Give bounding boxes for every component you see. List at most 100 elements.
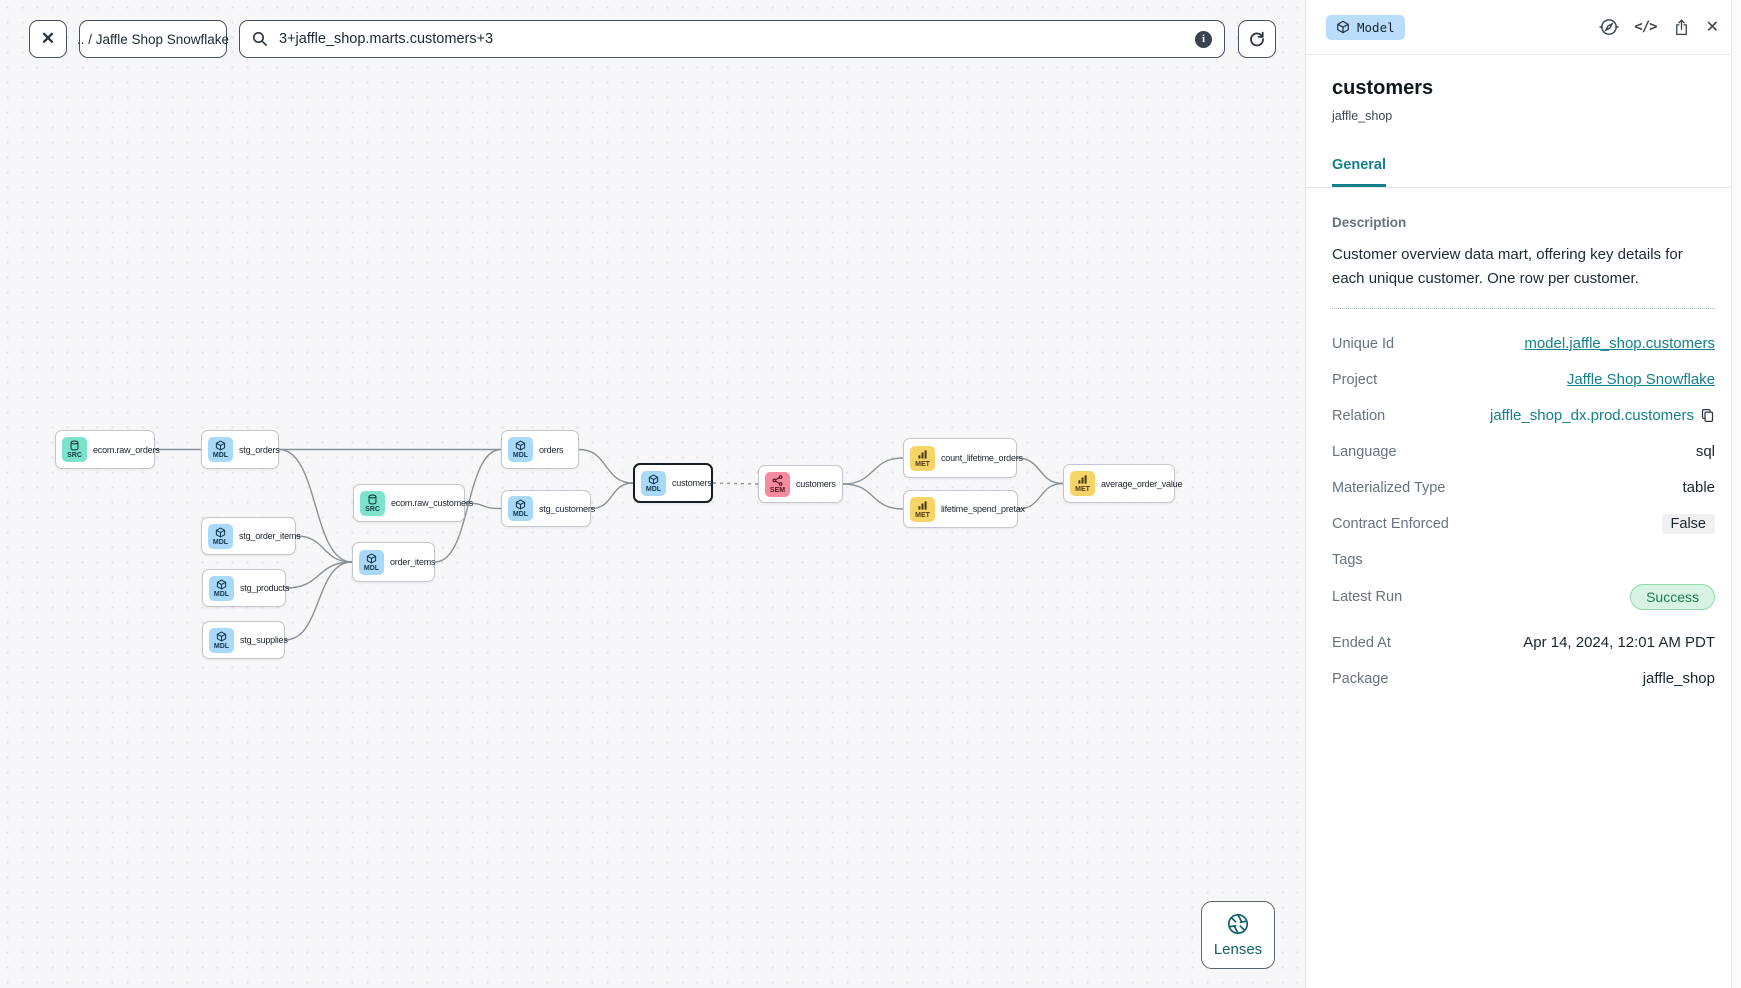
node-label: customers: [796, 479, 836, 489]
breadcrumb[interactable]: .. / Jaffle Shop Snowflake: [76, 20, 230, 58]
page-title: customers: [1332, 77, 1434, 99]
details-panel-body: customers jaffle_shop General Descriptio…: [1306, 77, 1741, 690]
share-icon[interactable]: [1672, 18, 1691, 37]
search-icon: [252, 31, 268, 47]
description-text: Customer overview data mart, offering ke…: [1332, 246, 1683, 287]
edge-stg_products-to-order_items: [285, 561, 353, 589]
node-label: average_order_value: [1101, 478, 1183, 489]
unique-id-link[interactable]: model.jaffle_shop.customers: [1524, 335, 1715, 352]
src-node-icon: SRC: [360, 490, 385, 516]
panel-tabs: General: [1306, 156, 1741, 188]
graph-node-raw_orders[interactable]: SRC ecom.raw_orders: [55, 430, 160, 469]
package-value: jaffle_shop: [1642, 670, 1715, 687]
field-row-relation: Relation jaffle_shop_dx.prod.customers: [1332, 404, 1715, 427]
field-row-package: Package jaffle_shop: [1332, 667, 1715, 690]
field-row-unique-id: Unique Id model.jaffle_shop.customers: [1332, 332, 1715, 355]
project-link[interactable]: Jaffle Shop Snowflake: [1566, 371, 1715, 388]
contract-enforced-label: Contract Enforced: [1332, 515, 1449, 532]
mdl-node-icon: MDL: [508, 496, 533, 521]
refresh-icon: [1248, 30, 1266, 48]
src-node-icon: SRC: [62, 437, 87, 462]
mdl-node-icon: MDL: [209, 575, 234, 601]
edge-stg_supplies-to-order_items: [284, 561, 353, 641]
graph-node-raw_customers[interactable]: SRC ecom.raw_customers: [353, 484, 473, 522]
mdl-node-icon: MDL: [208, 437, 233, 462]
relation-value: jaffle_shop_dx.prod.customers: [1489, 407, 1694, 424]
graph-node-orders[interactable]: MDL orders: [501, 430, 579, 469]
node-label: ecom.raw_customers: [391, 498, 473, 508]
code-icon[interactable]: </>: [1634, 19, 1657, 35]
mdl-node-icon: MDL: [508, 437, 533, 462]
refresh-lineage-button[interactable]: [1238, 20, 1276, 58]
close-icon: ✕: [40, 29, 56, 48]
status-badge: Success: [1630, 584, 1715, 610]
package-label: Package: [1332, 670, 1389, 687]
graph-node-customers_sem[interactable]: SEM customers: [758, 465, 843, 503]
materialized-type-value: table: [1682, 479, 1715, 496]
edge-orders-to-customers: [578, 448, 634, 484]
panel-header-icons: </> ✕: [1599, 17, 1719, 37]
sem-node-icon: SEM: [765, 471, 790, 497]
copy-icon[interactable]: [1700, 408, 1715, 423]
lineage-selector-box[interactable]: i: [239, 20, 1225, 58]
dotted-separator: [1332, 308, 1715, 309]
relation-label: Relation: [1332, 407, 1386, 424]
node-label: ecom.raw_orders: [93, 444, 160, 455]
details-panel: Model </> ✕ customers jaffle_shop: [1305, 0, 1741, 988]
tags-label: Tags: [1332, 551, 1363, 568]
lenses-button[interactable]: Lenses: [1201, 901, 1275, 969]
lineage-selector-input[interactable]: [277, 30, 1186, 48]
latest-run-label: Latest Run: [1332, 589, 1403, 605]
node-label: count_lifetime_orders: [941, 453, 1023, 463]
edge-customers_sem-to-lifetime_spend_pretax: [842, 483, 904, 510]
node-label: stg_supplies: [240, 635, 288, 645]
field-row-language: Language sql: [1332, 440, 1715, 463]
ended-at-label: Ended At: [1332, 634, 1391, 651]
close-lineage-button[interactable]: ✕: [29, 20, 67, 58]
edge-count_lifetime_orders-to-average_order_value: [1016, 457, 1064, 485]
node-label: stg_order_items: [239, 531, 301, 541]
edge-customers-to-customers_sem: [712, 482, 759, 485]
materialized-type-label: Materialized Type: [1332, 479, 1446, 496]
close-panel-icon[interactable]: ✕: [1705, 19, 1719, 36]
field-row-latest-run: Latest Run Success: [1332, 584, 1715, 610]
node-label: customers: [672, 478, 712, 488]
field-row-project: Project Jaffle Shop Snowflake: [1332, 368, 1715, 391]
unique-id-label: Unique Id: [1332, 335, 1395, 352]
lenses-aperture-icon: [1226, 912, 1250, 936]
resource-type-label: Model: [1357, 19, 1395, 35]
contract-enforced-badge: False: [1661, 514, 1715, 534]
explore-compass-icon[interactable]: [1599, 17, 1619, 37]
graph-node-stg_customers[interactable]: MDL stg_customers: [501, 490, 595, 527]
language-label: Language: [1332, 443, 1397, 460]
details-panel-header: Model </> ✕: [1306, 0, 1741, 55]
node-label: stg_customers: [539, 503, 595, 514]
breadcrumb-label: .. / Jaffle Shop Snowflake: [76, 31, 230, 47]
edge-stg_order_items-to-order_items: [295, 535, 353, 563]
lenses-label: Lenses: [1213, 941, 1263, 958]
node-label: stg_orders: [239, 444, 280, 455]
node-label: lifetime_spend_pretax: [941, 504, 1025, 514]
info-icon[interactable]: i: [1195, 30, 1212, 48]
package-subtitle: jaffle_shop: [1332, 109, 1393, 123]
language-value: sql: [1695, 443, 1715, 460]
panel-scrollbar-gutter[interactable]: [1731, 0, 1741, 988]
tab-general[interactable]: General: [1332, 157, 1386, 187]
graph-node-stg_products[interactable]: MDL stg_products: [202, 569, 290, 607]
edge-customers_sem-to-count_lifetime_orders: [842, 457, 904, 485]
node-label: stg_products: [240, 583, 290, 593]
project-label: Project: [1332, 371, 1378, 388]
node-label: orders: [539, 444, 564, 455]
field-row-tags: Tags: [1332, 548, 1715, 571]
model-cube-icon: [1336, 20, 1350, 34]
graph-node-stg_orders[interactable]: MDL stg_orders: [201, 430, 280, 469]
